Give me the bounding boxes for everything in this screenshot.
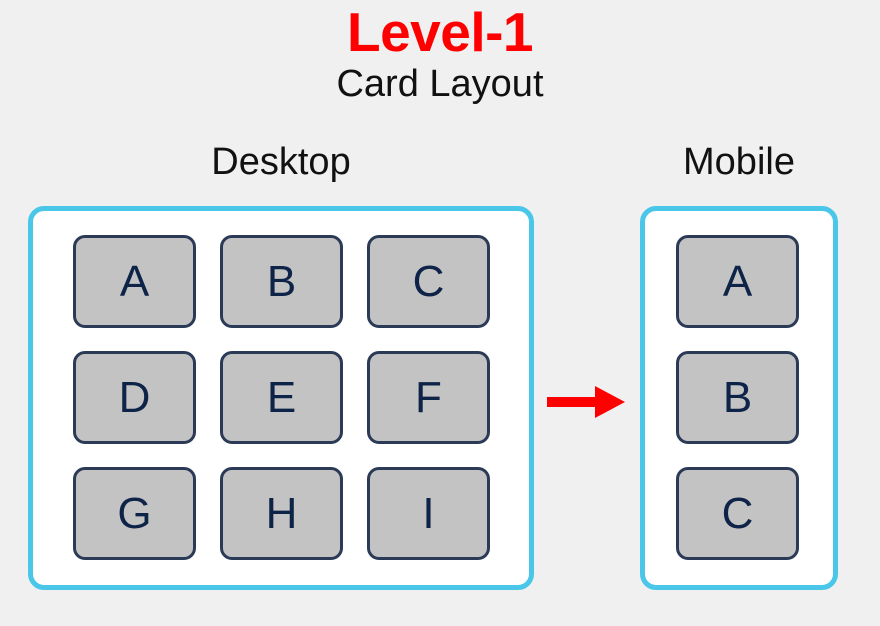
card-item[interactable]: B [676,351,799,444]
desktop-card-grid: A B C D E F G H I [73,235,490,560]
card-item[interactable]: H [220,467,343,560]
card-item[interactable]: A [73,235,196,328]
mobile-card-grid: A B C [676,235,799,560]
card-item[interactable]: I [367,467,490,560]
card-item[interactable]: C [367,235,490,328]
page-subtitle: Card Layout [336,63,544,105]
page-title: Level-1 [346,1,534,63]
mobile-panel: A B C [640,206,838,590]
card-item[interactable]: F [367,351,490,444]
card-item[interactable]: G [73,467,196,560]
card-item[interactable]: D [73,351,196,444]
mobile-panel-label: Mobile [683,141,795,183]
card-item[interactable]: B [220,235,343,328]
right-arrow-icon [547,386,625,418]
desktop-panel: A B C D E F G H I [28,206,534,590]
card-item[interactable]: A [676,235,799,328]
desktop-panel-label: Desktop [211,141,351,183]
card-item[interactable]: C [676,467,799,560]
card-item[interactable]: E [220,351,343,444]
